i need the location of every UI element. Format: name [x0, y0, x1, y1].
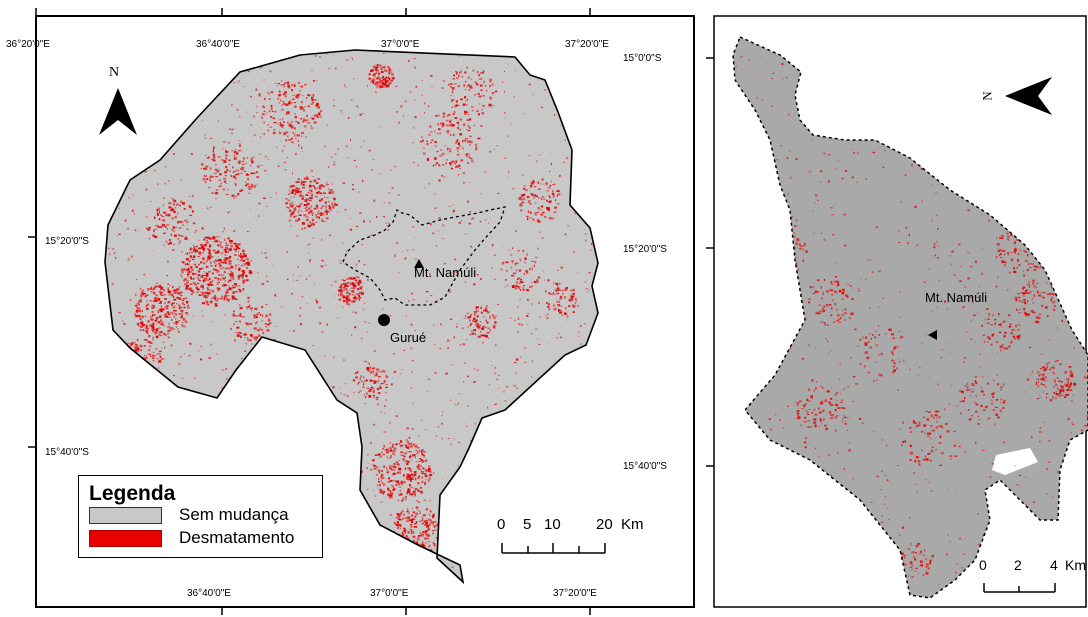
legend-label: Sem mudança	[179, 505, 289, 524]
main-map: 36°20'0"E 36°40'0"E 37°0'0"E 37°20'0"E 3…	[6, 8, 695, 615]
inset-left-tick-label: 15°20'0"S	[623, 244, 667, 255]
inset-scale-label: 0	[979, 557, 987, 573]
top-tick-label: 36°40'0"E	[196, 39, 240, 50]
left-tick-label: 15°40'0"S	[45, 447, 89, 458]
study-area-gap	[992, 448, 1038, 475]
inset-map-frame	[713, 15, 1087, 608]
legend-item: Sem mudança	[89, 505, 289, 525]
top-tick-label: 36°20'0"E	[6, 39, 50, 50]
bottom-tick-label: 36°40'0"E	[187, 588, 231, 599]
north-arrow-icon	[1005, 77, 1052, 115]
inset-scale-bar	[983, 583, 1056, 593]
legend-label: Desmatamento	[179, 528, 295, 547]
inset-scale-label: 4	[1050, 557, 1058, 573]
mountain-label: Mt. Namúli	[414, 265, 477, 280]
north-arrow-icon	[99, 88, 137, 135]
legend: Legenda Sem mudança Desmatamento	[78, 475, 323, 558]
left-tick-label: 15°20'0"S	[45, 236, 89, 247]
inset-scale-unit: Km	[1065, 557, 1086, 573]
main-map-tick-marks	[28, 8, 591, 615]
scale-label: 0	[497, 516, 506, 533]
study-area-boundary	[342, 206, 506, 306]
top-tick-label: 37°20'0"E	[565, 39, 609, 50]
bottom-tick-label: 37°20'0"E	[553, 588, 597, 599]
main-map-frame	[35, 15, 695, 608]
scale-unit: Km	[621, 516, 644, 533]
inset-north-label: N	[979, 91, 995, 101]
scale-label: 10	[544, 516, 561, 533]
main-map-canvas	[28, 8, 695, 615]
legend-title: Legenda	[89, 482, 176, 505]
mountain-marker-icon	[928, 330, 937, 340]
inset-map-tick-marks	[706, 57, 714, 467]
legend-swatch-no-change	[89, 506, 162, 524]
inset-scale-label: 2	[1014, 557, 1022, 573]
north-label: N	[109, 65, 120, 80]
legend-item: Desmatamento	[89, 528, 294, 548]
mountain-marker-icon	[414, 259, 424, 268]
town-label: Gurué	[390, 330, 427, 345]
town-marker-icon	[378, 314, 390, 326]
scale-label: 5	[523, 516, 532, 533]
main-scale-bar	[501, 543, 606, 554]
bottom-tick-label: 37°0'0"E	[370, 588, 409, 599]
inset-left-tick-label: 15°40'0"S	[623, 461, 667, 472]
scale-label: 20	[596, 516, 613, 533]
legend-swatch-deforestation	[89, 529, 162, 547]
inset-map-canvas	[706, 15, 1088, 608]
inset-left-tick-label: 15°0'0"S	[623, 53, 662, 64]
inset-map: 15°0'0"S 15°20'0"S 15°40'0"S N Mt. Namúl…	[623, 0, 1088, 617]
inset-mountain-label: Mt. Namúli	[925, 290, 988, 305]
top-tick-label: 37°0'0"E	[381, 39, 420, 50]
study-area	[733, 37, 1088, 598]
